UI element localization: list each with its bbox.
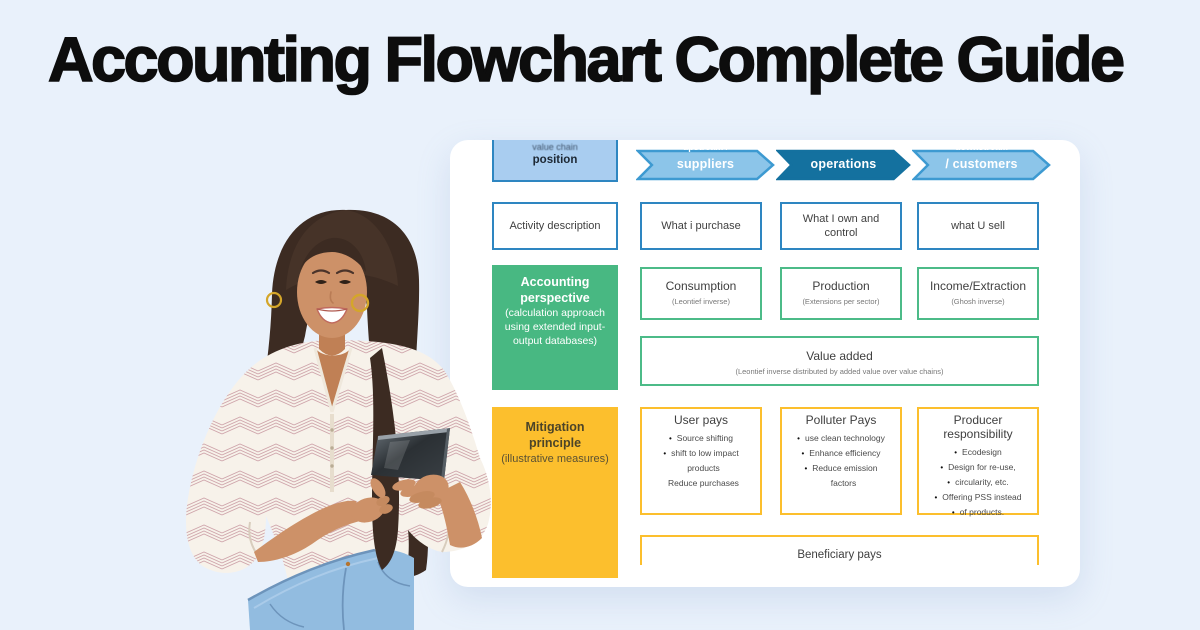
bullet-icon: • (940, 462, 944, 472)
activity-cell-purchase: What i purchase (640, 202, 762, 250)
arrow-operations: operations (776, 149, 911, 181)
bullet-icon: • (663, 448, 667, 458)
list-item-text: Ecodesign (962, 446, 1002, 457)
list-item-text: factors (830, 477, 857, 488)
cell-producer-responsibility: Producer responsibility • Ecodesign • Desi… (917, 407, 1039, 517)
list-item-text: Enhance efficiency (809, 447, 881, 458)
list-item-text: use clean technology (804, 432, 885, 443)
bullet-icon: • (801, 448, 805, 458)
cell-title: Consumption (665, 279, 737, 293)
cell-title: Income/Extraction (929, 279, 1027, 293)
list-item: products (642, 461, 760, 476)
list-item-text: Reduce purchases (668, 477, 739, 488)
cell-subtitle: (Leontief inverse) (672, 297, 730, 306)
activity-cell-sell: what U sell (917, 202, 1039, 250)
list-item: • shift to low impact (642, 446, 760, 461)
mitigation-principle-label: Mitigation principle (illustrative measu… (492, 407, 618, 578)
cell-production: Production (Extensions per sector) (780, 267, 902, 320)
list-item-text: Offering PSS instead (942, 491, 1022, 502)
list-item-text: circularity, etc. (955, 476, 1009, 487)
bullet-icon: • (934, 492, 938, 502)
list-item: • Enhance efficiency (782, 446, 900, 461)
arrow-customers: downstream / customers (912, 149, 1051, 181)
arrow-label: suppliers (676, 157, 735, 171)
list-item: • use clean technology (782, 431, 900, 446)
cell-beneficiary-pays-clip: Beneficiary pays (640, 535, 1039, 565)
list-item-text: of products. (959, 506, 1005, 517)
mitigation-title: Mitigation principle (525, 420, 585, 451)
cell-title: Producer responsibility (943, 413, 1013, 441)
arrow-label: / customers (945, 157, 1018, 171)
list-item-text: products (687, 462, 720, 473)
cell-title: Polluter Pays (805, 413, 877, 427)
activity-description-label: Activity description (492, 202, 618, 250)
cell-title: User pays (673, 413, 729, 427)
chevron-arrow-icon (636, 149, 775, 181)
bullet-icon: • (947, 477, 951, 487)
bullet-icon: • (668, 433, 672, 443)
list-item-text: Source shifting (676, 432, 734, 443)
value-chain-top-line: value chain (532, 142, 578, 152)
arrow-clipped-text: downstream (912, 149, 1051, 152)
arrow-label: operations (810, 157, 877, 171)
chevron-arrow-icon (912, 149, 1051, 181)
accounting-perspective-label: Accounting perspective (calculation appr… (492, 265, 618, 390)
cell-subtitle: (Ghosh inverse) (951, 297, 1005, 306)
cell-consumption: Consumption (Leontief inverse) (640, 267, 762, 320)
cell-income-extraction: Income/Extraction (Ghosh inverse) (917, 267, 1039, 320)
bullet-icon: • (954, 447, 958, 457)
activity-cell-own: What I own and control (780, 202, 902, 250)
list-item: • Source shifting (642, 431, 760, 446)
cell-polluter-pays: Polluter Pays •use clean technology •Enh… (780, 407, 902, 515)
list-item-text: Design for re-use, (948, 461, 1016, 472)
cell-subtitle: (Leontief inverse distributed by added v… (735, 367, 944, 376)
bullet-icon: • (804, 463, 808, 473)
cell-title: Value added (806, 349, 873, 363)
cell-beneficiary-pays: Beneficiary pays (640, 535, 1039, 565)
mitigation-subtitle: (illustrative measures) (501, 452, 609, 465)
value-chain-position-box: value chain position (492, 140, 618, 182)
list-item: factors (782, 476, 900, 491)
list-item: Reduce purchases (642, 476, 760, 491)
flowchart-card: value chain position upstream / supplier… (450, 140, 1080, 587)
cell-title: Production (812, 279, 870, 293)
bullet-icon: • (797, 433, 800, 443)
list-item-text: Reduce emission (812, 462, 878, 473)
list-item: • Offering PSS instead (919, 490, 1037, 505)
accounting-perspective-subtitle: (calculation approach using extended inp… (504, 307, 606, 347)
bullet-icon: • (951, 507, 955, 517)
accounting-perspective-title: Accounting perspective (520, 275, 590, 305)
cell-user-pays: User pays • Source shifting • shift to low… (640, 407, 762, 515)
list-item: • Ecodesign (919, 445, 1037, 460)
list-item: • Design for re-use, (919, 460, 1037, 475)
list-item: • of products. (919, 505, 1037, 520)
value-chain-label: position (532, 154, 578, 166)
list-item-text: shift to low impact (671, 447, 739, 458)
list-item: • Reduce emission (782, 461, 900, 476)
cell-value-added: Value added (Leontief inverse distribute… (640, 336, 1039, 386)
page-title: Accounting Flowchart Complete Guide (47, 24, 1126, 96)
list-item: • circularity, etc. (919, 475, 1037, 490)
cell-subtitle: (Extensions per sector) (802, 297, 880, 306)
arrow-clipped-text: upstream / (636, 149, 775, 152)
arrow-suppliers: upstream / suppliers (636, 149, 775, 181)
chevron-arrow-icon (776, 149, 911, 181)
